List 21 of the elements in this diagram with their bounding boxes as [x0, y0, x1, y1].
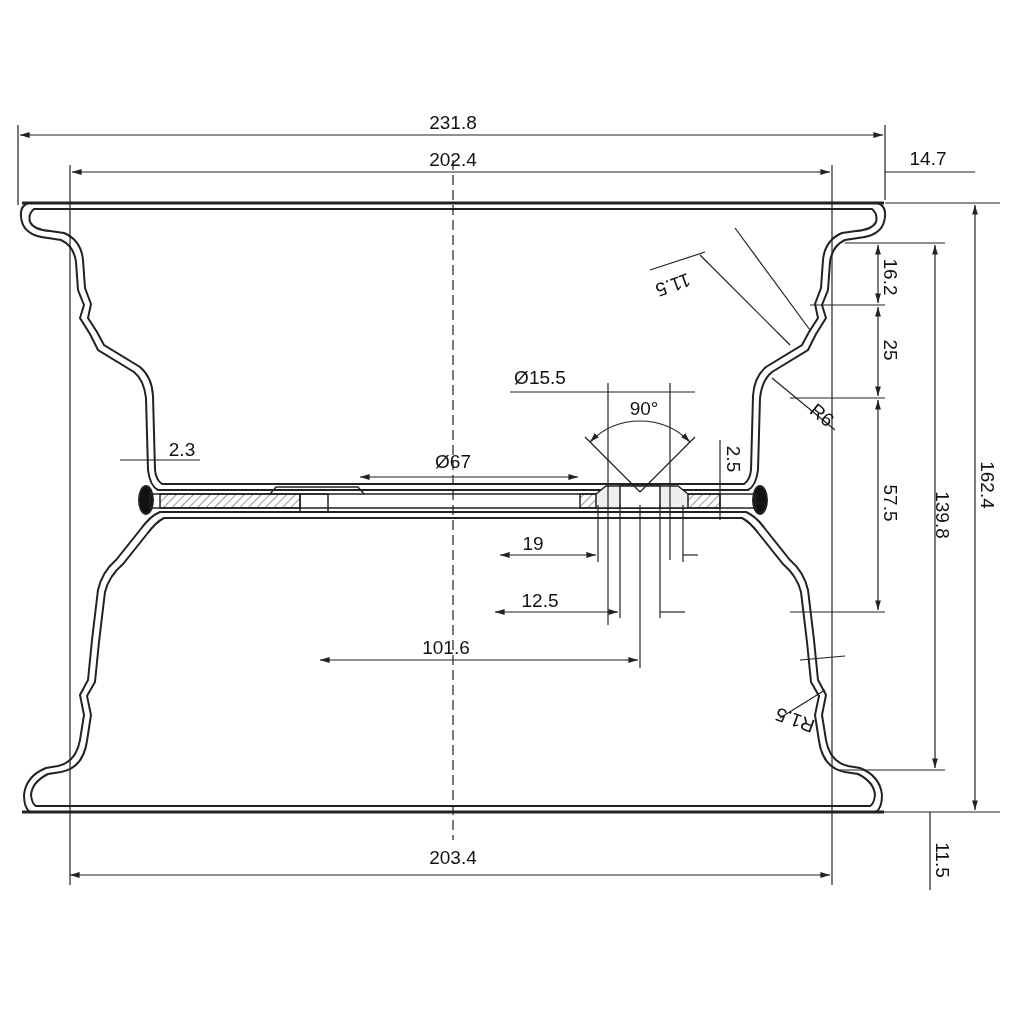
- dimension-label: 231.8: [429, 112, 477, 132]
- dimension-label: 162.4: [977, 461, 997, 509]
- dimension-label: 2.3: [168, 439, 196, 459]
- dimension-label: 11.5: [653, 270, 693, 300]
- dimension-label: R6: [806, 399, 838, 431]
- dimension-label: 57.5: [880, 484, 900, 522]
- dimension-label: Ø15.5: [514, 367, 566, 387]
- dimension-label: 2.5: [723, 445, 743, 473]
- dimension-label: 11.5: [932, 842, 952, 878]
- dimension-label: 14.7: [909, 148, 947, 168]
- dimension-label: 19: [522, 533, 544, 553]
- dimension-label: 202.4: [429, 149, 477, 169]
- dimension-label: 25: [880, 339, 900, 361]
- dimension-label: 16.2: [880, 258, 900, 296]
- dimension-label: 90°: [629, 398, 659, 418]
- dimension-label: 139.8: [932, 491, 952, 539]
- dimension-label: Ø67: [435, 451, 471, 471]
- dimension-label: 12.5: [521, 590, 559, 610]
- dimension-label: 101.6: [422, 637, 470, 657]
- dimension-label: R1.5: [772, 704, 818, 736]
- dimension-label: 203.4: [429, 847, 477, 867]
